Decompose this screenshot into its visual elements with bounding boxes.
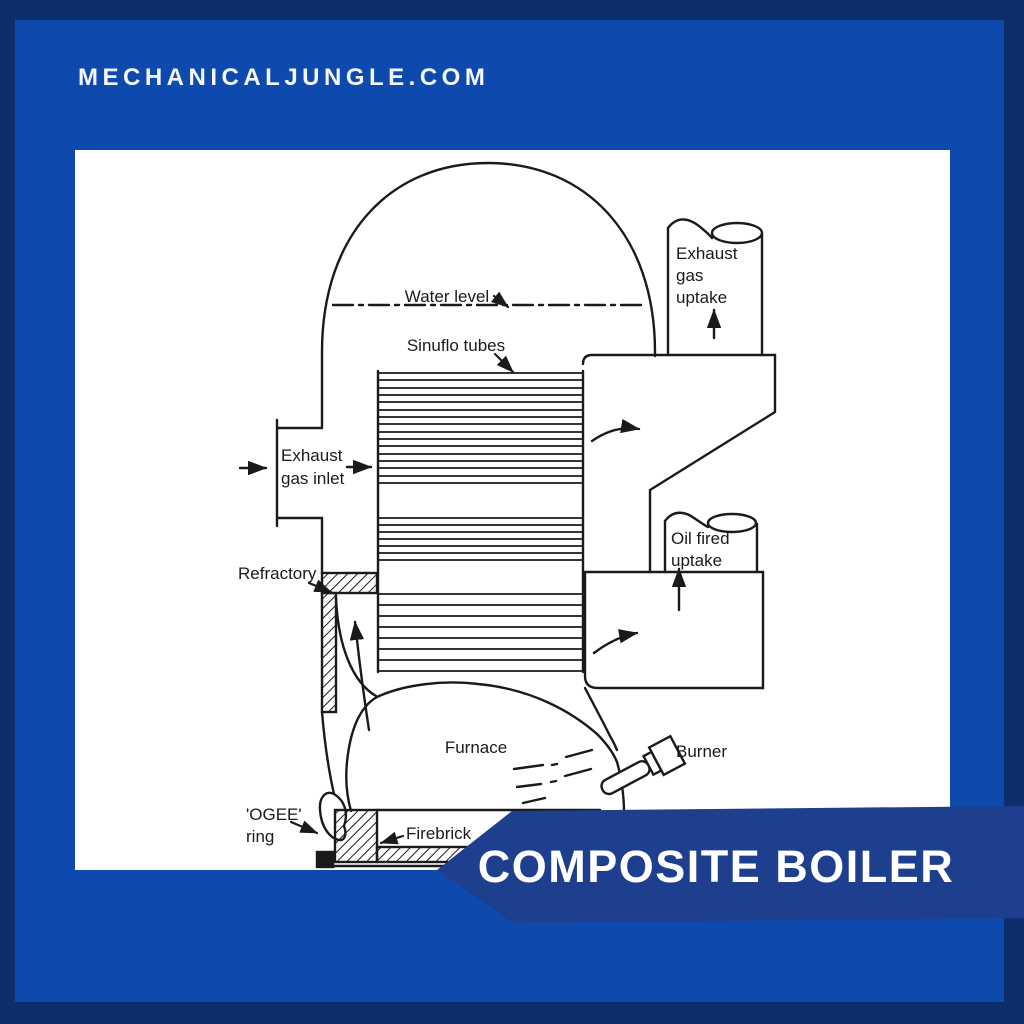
svg-text:'OGEE': 'OGEE': [246, 805, 302, 824]
burner-label: Burner: [676, 742, 727, 761]
sinuflo-tubes-label: Sinuflo tubes: [407, 336, 505, 355]
oil-fired-uptake-pipe: [663, 511, 759, 574]
refractory-label: Refractory: [238, 564, 317, 583]
sinuflo-tube-bank: [378, 372, 583, 672]
banner-title: COMPOSITE BOILER: [478, 841, 955, 892]
composite-boiler-diagram: Water level Sinuflo tubes Exhaust gas up…: [238, 161, 777, 869]
svg-text:gas: gas: [676, 266, 703, 285]
oil-fired-uptake-label: Oil fired uptake: [671, 529, 730, 570]
gas-flow-arrows: [238, 308, 722, 732]
burner-assembly: [600, 734, 687, 796]
svg-text:uptake: uptake: [671, 551, 722, 570]
burner-spray: [512, 748, 594, 805]
svg-text:uptake: uptake: [676, 288, 727, 307]
diagram-paper: [75, 150, 950, 870]
refractory-hatch: [320, 571, 379, 714]
exhaust-uptake-pipe: [666, 218, 764, 357]
furnace-label: Furnace: [445, 738, 507, 757]
furnace-crown: [375, 681, 599, 736]
svg-text:gas inlet: gas inlet: [281, 469, 345, 488]
exhaust-outlet-chamber: [581, 353, 777, 574]
firebrick-hatch-block: [333, 808, 379, 864]
svg-text:ring: ring: [246, 827, 274, 846]
firebrick-label: Firebrick: [406, 824, 472, 843]
oil-fired-chamber: [583, 570, 765, 690]
exhaust-gas-inlet-label: Exhaust gas inlet: [281, 446, 345, 488]
foundation-foot: [315, 850, 335, 869]
svg-text:Exhaust: Exhaust: [676, 244, 738, 263]
ribbon-shape: [437, 806, 1024, 923]
svg-text:Exhaust: Exhaust: [281, 446, 343, 465]
svg-text:Oil fired: Oil fired: [671, 529, 730, 548]
water-level-label: Water level: [405, 287, 489, 306]
boiler-dome: [320, 161, 657, 430]
ogee-ring-label: 'OGEE' ring: [246, 805, 302, 846]
label-leader-arrows: [289, 291, 515, 845]
site-title: MECHANICALJUNGLE.COM: [78, 64, 490, 91]
exhaust-inlet-duct: [275, 418, 324, 528]
tube-plates: [376, 369, 585, 674]
exhaust-gas-uptake-label: Exhaust gas uptake: [676, 244, 738, 307]
